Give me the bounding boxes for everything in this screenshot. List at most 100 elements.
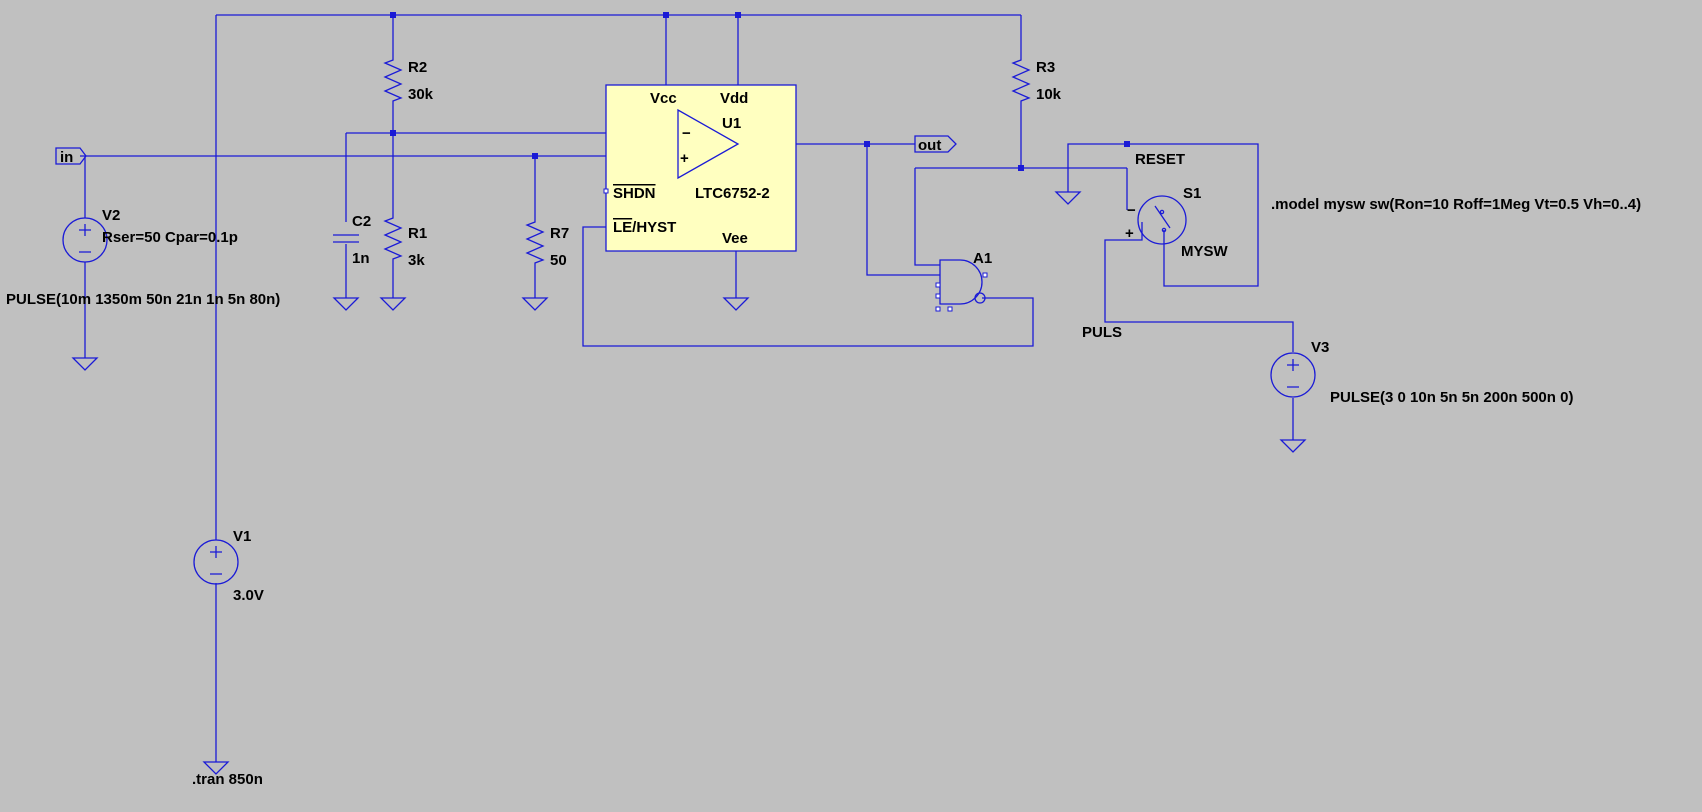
resistor-r2-value: 30k xyxy=(408,86,434,103)
switch-s1-model: MYSW xyxy=(1181,243,1229,260)
junction-dot xyxy=(390,12,396,18)
source-polarity xyxy=(79,224,91,253)
switch-circle xyxy=(1137,195,1187,245)
source-circle xyxy=(62,217,108,263)
switch-minus-sign: − xyxy=(1127,202,1136,219)
source-v2-pulse: PULSE(10m 1350m 50n 21n 1n 5n 80n) xyxy=(6,291,280,308)
pin-label-le-hyst: LE/HYST xyxy=(613,219,676,236)
source-v1-name: V1 xyxy=(233,528,251,545)
voltage-source-v2[interactable]: V2 Rser=50 Cpar=0.1p PULSE(10m 1350m 50n… xyxy=(6,207,280,308)
resistor-r2[interactable]: R2 30k xyxy=(383,52,434,108)
switch-s1-name: S1 xyxy=(1183,185,1201,202)
resistor-r7[interactable]: R7 50 xyxy=(525,214,569,269)
ground-icon xyxy=(379,297,407,311)
capacitor-c2-name: C2 xyxy=(352,213,371,230)
minus-sign: − xyxy=(682,125,691,142)
plus-sign: + xyxy=(680,150,689,167)
model-directive[interactable]: .model mysw sw(Ron=10 Roff=1Meg Vt=0.5 V… xyxy=(1271,196,1641,213)
gate-pin xyxy=(935,293,941,299)
net-flag-out xyxy=(914,135,957,153)
resistor-symbol xyxy=(383,52,403,108)
resistor-r7-name: R7 xyxy=(550,225,569,242)
ground-icon xyxy=(1279,439,1307,453)
resistor-r1[interactable]: R1 3k xyxy=(383,210,427,269)
net-label-reset: RESET xyxy=(1135,151,1185,168)
resistor-r3[interactable]: R3 10k xyxy=(1011,52,1062,108)
ground-icon xyxy=(1054,191,1082,205)
pin-label-vcc: Vcc xyxy=(650,90,677,107)
net-label-out[interactable]: out xyxy=(914,135,957,154)
capacitor-c2[interactable]: C2 1n xyxy=(333,213,371,267)
pin-label-shdn: SHDN xyxy=(613,185,656,202)
ground-icon xyxy=(521,297,549,311)
gate-a1-name: A1 xyxy=(973,250,992,267)
net-label-out-text: out xyxy=(918,137,941,154)
source-polarity xyxy=(1287,359,1299,388)
net-flag-in xyxy=(55,147,87,165)
capacitor-c2-value: 1n xyxy=(352,250,370,267)
net-label-in-text: in xyxy=(60,149,73,166)
switch-blade xyxy=(1154,205,1171,229)
source-v1-value: 3.0V xyxy=(233,587,264,604)
pin-label-vdd: Vdd xyxy=(720,90,748,107)
shdn-pin xyxy=(603,188,609,194)
ground-symbols xyxy=(71,191,1307,775)
source-v3-name: V3 xyxy=(1311,339,1329,356)
nand-gate-a1[interactable]: A1 xyxy=(935,250,992,312)
comparator-body[interactable] xyxy=(605,84,797,252)
wire-hyst-feedback[interactable] xyxy=(582,226,1034,347)
junctions xyxy=(390,12,1130,171)
source-v3-pulse: PULSE(3 0 10n 5n 5n 200n 500n 0) xyxy=(1330,389,1573,406)
gate-pin xyxy=(947,306,953,312)
source-circle xyxy=(193,539,239,585)
wires xyxy=(80,14,1294,762)
switch-plus-sign: + xyxy=(1125,225,1134,242)
gate-pin xyxy=(935,282,941,288)
ground-icon xyxy=(722,297,750,311)
gate-body xyxy=(939,259,983,305)
comparator-part: LTC6752-2 xyxy=(695,185,770,202)
comparator-triangle xyxy=(677,108,740,180)
capacitor-plates xyxy=(333,234,359,243)
wire-switch-loop[interactable] xyxy=(1067,143,1259,287)
resistor-r3-name: R3 xyxy=(1036,59,1055,76)
comparator-u1[interactable]: − + Vcc Vdd U1 SHDN LTC6752-2 LE/HYST Ve… xyxy=(603,84,797,252)
switch-contact xyxy=(1159,209,1165,215)
resistor-symbol xyxy=(525,214,545,268)
gate-inversion-bubble xyxy=(974,292,986,304)
wire-node-to-a1[interactable] xyxy=(914,168,940,266)
net-label-in[interactable]: in xyxy=(55,147,87,166)
resistor-r3-value: 10k xyxy=(1036,86,1062,103)
resistor-r2-name: R2 xyxy=(408,59,427,76)
pin-label-vee: Vee xyxy=(722,230,748,247)
tran-directive[interactable]: .tran 850n xyxy=(192,771,263,788)
wire-out-to-a1[interactable] xyxy=(866,144,940,276)
ground-icon xyxy=(202,761,230,775)
junction-dot xyxy=(864,141,870,147)
gate-pin xyxy=(982,272,988,278)
resistor-r1-value: 3k xyxy=(408,252,425,269)
junction-dot xyxy=(1124,141,1130,147)
switch-s1[interactable]: − + S1 MYSW xyxy=(1125,185,1229,260)
resistor-r1-name: R1 xyxy=(408,225,427,242)
junction-dot xyxy=(663,12,669,18)
voltage-source-v3[interactable]: V3 PULSE(3 0 10n 5n 5n 200n 500n 0) xyxy=(1270,339,1573,406)
junction-dot xyxy=(532,153,538,159)
switch-contact xyxy=(1161,227,1167,233)
ground-icon xyxy=(71,357,99,371)
resistor-symbol xyxy=(383,210,403,264)
junction-dot xyxy=(390,130,396,136)
wire-puls[interactable] xyxy=(1104,222,1294,352)
gate-pin xyxy=(935,306,941,312)
resistor-r7-value: 50 xyxy=(550,252,567,269)
junction-dot xyxy=(1018,165,1024,171)
source-v2-params: Rser=50 Cpar=0.1p xyxy=(102,229,238,246)
source-polarity xyxy=(210,546,222,575)
comparator-refdes: U1 xyxy=(722,115,741,132)
source-circle xyxy=(1270,352,1316,398)
net-label-puls: PULS xyxy=(1082,324,1122,341)
voltage-source-v1[interactable]: V1 3.0V xyxy=(193,528,264,604)
ground-icon xyxy=(332,297,360,311)
junction-dot xyxy=(735,12,741,18)
